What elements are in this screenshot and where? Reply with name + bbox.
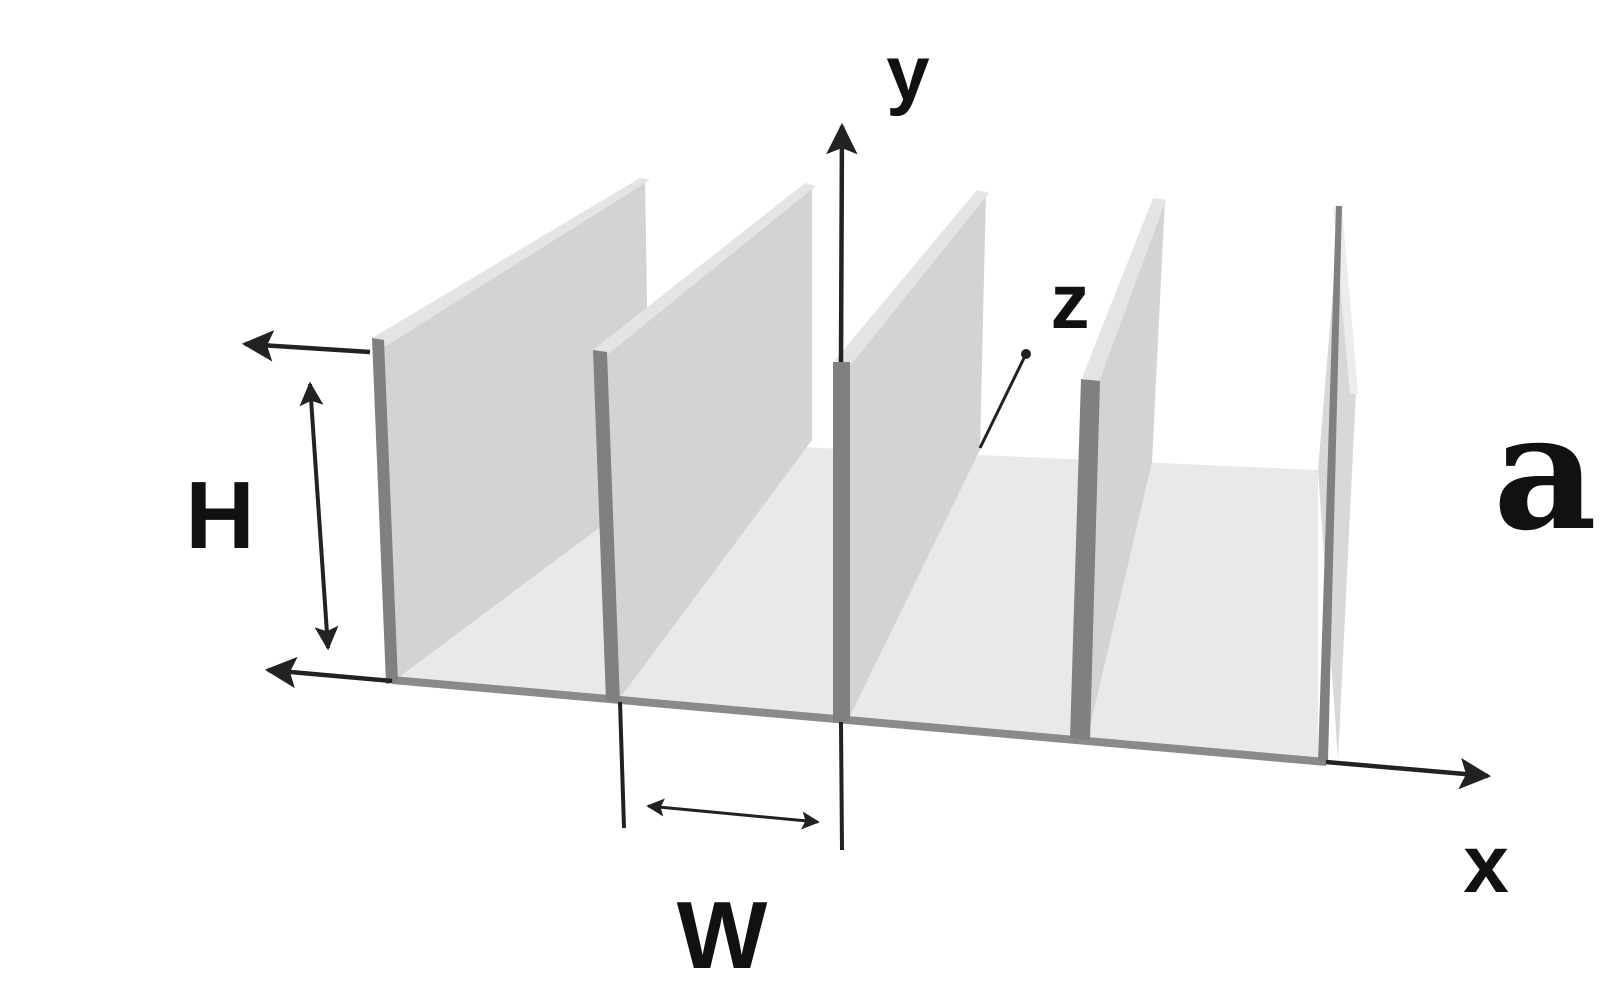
y-axis-arrow [826,122,858,363]
axes [618,122,1492,851]
wall-1-top [372,178,650,346]
height-bottom-reference-arrow [264,656,393,689]
wall-4-top [1082,198,1166,382]
x-axis-label: x [1463,819,1509,910]
wall-tops [372,178,1358,394]
wall-3-edge [833,362,850,722]
y-axis-label: y [886,29,929,117]
height-label: H [185,462,254,569]
z-axis-label: z [1051,257,1090,345]
wall-1-edge [372,338,398,684]
wall-5-edge [1318,206,1342,762]
z-axis-line [978,353,1028,449]
panel-label: a [1493,378,1597,566]
wall-4-edge [1070,379,1100,740]
wall-2-top [593,183,816,354]
wall-2-edge [593,350,620,702]
height-dimension [241,330,393,689]
height-top-reference-arrow [241,330,371,362]
wall-3-top [835,190,989,366]
wall-2-guide-line [618,701,626,829]
x-axis-arrow [1325,757,1492,790]
width-double-arrow [646,798,820,830]
width-dimension [646,798,820,830]
width-label: W [677,882,768,989]
z-axis-tip [1021,349,1031,359]
y-axis-lower [839,721,844,851]
height-double-arrow [299,381,339,651]
wall-edges [372,206,1342,762]
floor-front-edge [392,676,1326,766]
wall-4-face [1088,199,1165,735]
